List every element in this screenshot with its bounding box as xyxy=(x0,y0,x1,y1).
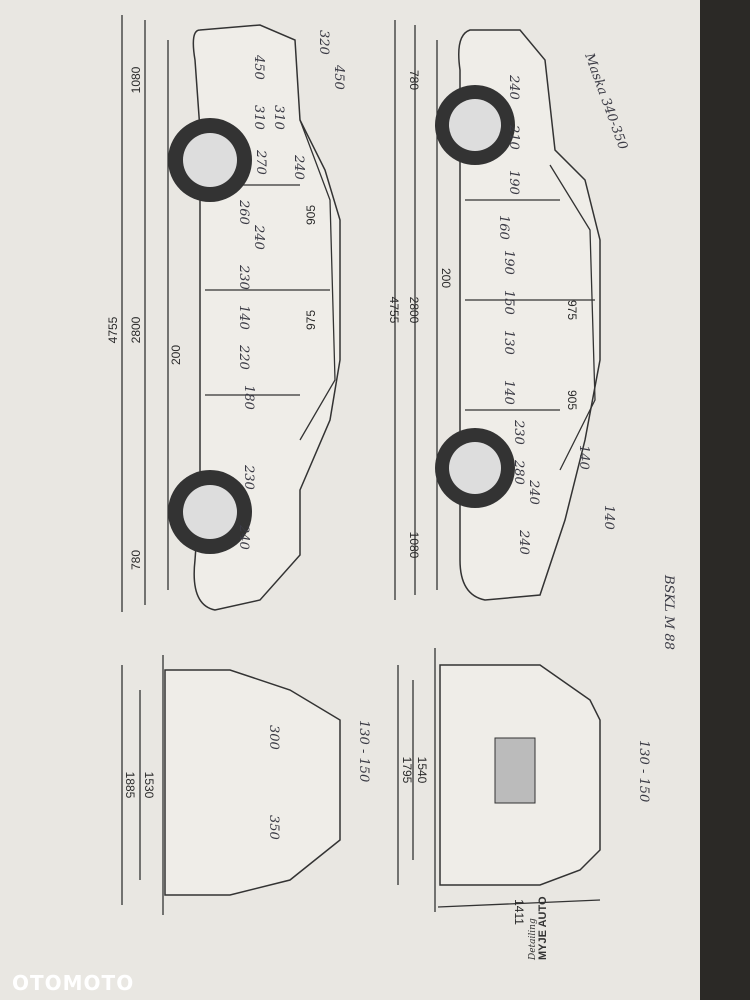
stamp: Detailing MYJE AUTO xyxy=(528,896,549,961)
hand-note: 240 xyxy=(236,524,251,550)
hand-note: 310 xyxy=(271,105,286,130)
hand-note: 280 xyxy=(511,459,526,485)
dim-780: 780 xyxy=(407,70,421,90)
hand-note: 140 xyxy=(236,305,251,330)
hand-note: 240 xyxy=(516,529,531,555)
watermark-logo: OTOMOTO xyxy=(12,971,134,995)
dim-1080: 1080 xyxy=(129,66,143,93)
hand-note: 240 xyxy=(291,154,306,180)
hand-note: 220 xyxy=(236,344,251,370)
svg-text:Detailing: Detailing xyxy=(528,918,538,961)
hand-note: 240 xyxy=(526,479,541,505)
dark-edge xyxy=(700,0,750,1000)
hand-note: 300 xyxy=(266,725,281,750)
hand-note: 130 - 150 xyxy=(356,720,371,782)
dim-200: 200 xyxy=(439,268,453,288)
dim-975: 975 xyxy=(304,310,318,330)
dim-4755: 4755 xyxy=(387,297,401,324)
dim-1885: 1885 xyxy=(123,772,137,799)
hand-note: 310 xyxy=(251,105,266,130)
hand-note: 320 xyxy=(316,30,331,55)
dim-905: 905 xyxy=(565,390,579,410)
rear-body xyxy=(164,669,341,896)
hand-note: 130 xyxy=(501,330,516,355)
hand-note: 140 xyxy=(576,445,591,470)
dim-2800: 2800 xyxy=(129,316,143,343)
hand-note: 230 xyxy=(236,264,251,290)
hand-note-model: BSKL M 88 xyxy=(661,574,676,650)
hand-note: 160 xyxy=(496,215,511,240)
hand-note: 260 xyxy=(236,199,251,225)
hand-note: 190 xyxy=(506,170,521,195)
front-view: 1540 1795 1411 130 - 150 xyxy=(397,648,651,925)
hand-note: 140 xyxy=(601,505,616,530)
dim-780: 780 xyxy=(129,550,143,570)
hand-note: 270 xyxy=(253,149,268,175)
dim-1540: 1540 xyxy=(415,757,429,784)
grille xyxy=(494,737,536,804)
left-side-view: 1080 2800 4755 780 200 975 905 320 450 4… xyxy=(106,15,346,612)
hand-note: 350 xyxy=(266,815,281,840)
hand-note: 240 xyxy=(251,224,266,250)
hand-note: 450 xyxy=(251,54,266,80)
hand-note: 140 xyxy=(501,380,516,405)
hand-note: 210 xyxy=(506,124,521,150)
hand-note: 130 - 150 xyxy=(636,740,651,802)
dim-4755: 4755 xyxy=(106,316,120,343)
dim-1411: 1411 xyxy=(512,899,526,925)
dim-1530: 1530 xyxy=(142,772,156,799)
hand-note: 150 xyxy=(501,290,516,315)
dim-975: 975 xyxy=(565,300,579,320)
hand-note: 240 xyxy=(506,74,521,100)
hand-note: 190 xyxy=(501,250,516,275)
dim-1080: 1080 xyxy=(407,532,421,559)
hand-note: 180 xyxy=(241,385,256,410)
hand-note: 450 xyxy=(331,64,346,90)
dim-200: 200 xyxy=(169,345,183,365)
svg-text:MYJE AUTO: MYJE AUTO xyxy=(537,896,549,960)
hand-note: 230 xyxy=(241,464,256,490)
dim-2800: 2800 xyxy=(407,297,421,324)
dim-1795: 1795 xyxy=(400,757,414,784)
rear-view: 1530 1885 130 - 150 300 350 xyxy=(121,655,371,915)
hand-note: 230 xyxy=(511,419,526,445)
dim-905: 905 xyxy=(304,205,318,225)
